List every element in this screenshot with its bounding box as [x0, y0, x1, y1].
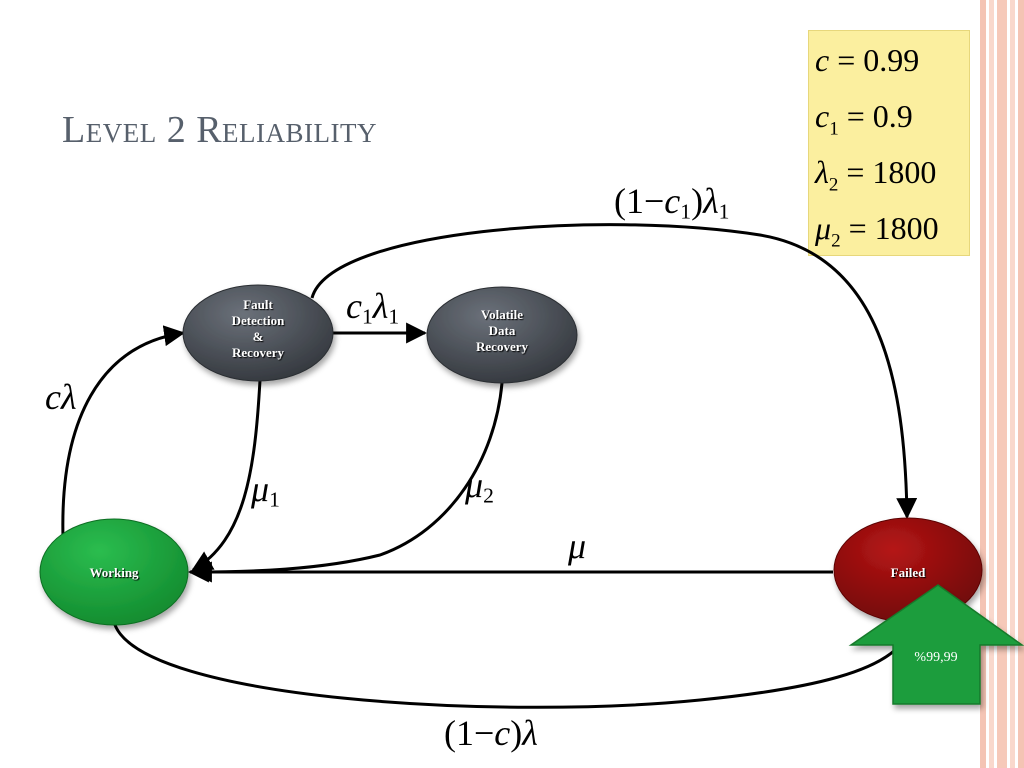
node-working-label: Working [89, 565, 139, 580]
edge-volatile-to-working [190, 382, 504, 583]
node-fault-detection [182, 284, 334, 382]
label-working-to-fault: cλ [45, 377, 77, 417]
param-lambda2: λ2 = 1800 [815, 154, 937, 196]
label-volatile-to-working: μ2 [465, 465, 494, 508]
label-fault-to-volatile: c1λ1 [346, 286, 400, 329]
page-title: Level 2 Reliability [62, 109, 377, 151]
label-working-to-failed: (1−c)λ [444, 713, 538, 753]
badge-up-arrow [848, 584, 1024, 705]
decorative-stripes [980, 0, 1024, 768]
parameter-box: c = 0.99 c1 = 0.9 λ2 = 1800 μ2 = 1800 [808, 30, 970, 256]
edge-working-to-failed [113, 624, 904, 709]
label-fault-to-failed: (1−c1)λ1 [614, 181, 730, 224]
node-volatile-data [426, 286, 578, 384]
node-working [39, 518, 189, 626]
label-failed-to-working: μ [568, 526, 587, 566]
param-mu2: μ2 = 1800 [815, 210, 939, 252]
node-fault-detection-label: Fault Detection & Recovery [231, 297, 285, 360]
node-failed-label: Failed [890, 565, 926, 580]
node-volatile-data-label: Volatile Data Recovery [476, 307, 528, 354]
edge-fault-to-failed [310, 223, 918, 520]
badge-label: %99,99 [914, 650, 958, 665]
param-c1: c1 = 0.9 [815, 98, 913, 140]
edge-working-to-fault [61, 325, 186, 538]
label-fault-to-working: μ1 [251, 469, 280, 512]
param-c: c = 0.99 [815, 42, 920, 78]
edge-fault-to-working [191, 379, 262, 572]
